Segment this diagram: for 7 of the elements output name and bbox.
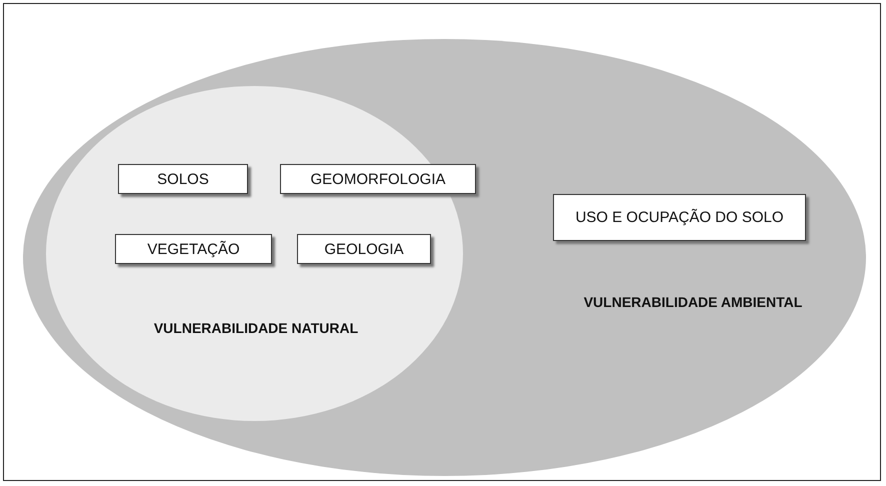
factor-box: VEGETAÇÃO <box>115 234 272 264</box>
factor-box: GEOLOGIA <box>297 234 431 264</box>
region-title: VULNERABILIDADE AMBIENTAL <box>582 294 804 310</box>
factor-box: GEOMORFOLOGIA <box>280 164 476 194</box>
factor-box: USO E OCUPAÇÃO DO SOLO <box>553 194 806 241</box>
factor-box: SOLOS <box>118 164 248 194</box>
region-title: VULNERABILIDADE NATURAL <box>152 320 360 336</box>
